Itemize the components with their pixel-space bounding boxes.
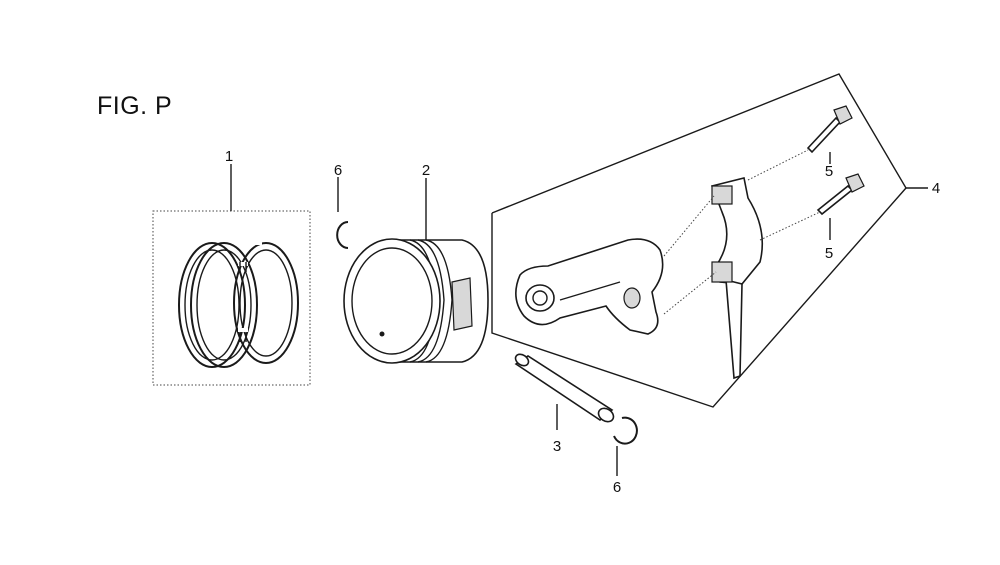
piston-ring-set: 1 (152, 148, 311, 386)
callout-6-upper: 6 (334, 162, 342, 179)
assembly-outline (491, 73, 907, 408)
rod-small-end-inner (532, 290, 548, 306)
ring-a (178, 242, 246, 368)
ring-gap-lower (239, 332, 247, 342)
cap-boss-upper (711, 185, 733, 205)
bolt-upper-head (833, 105, 853, 125)
ring-c-inner (239, 249, 293, 357)
callout-6-lower: 6 (613, 479, 621, 496)
ring-b (190, 242, 258, 368)
bolt-lower-head (845, 173, 865, 193)
pin-end-near (597, 407, 615, 423)
piston-groove-3 (425, 239, 453, 363)
piston-mark (379, 331, 385, 337)
figure-title: FIG. P (97, 92, 173, 120)
callout-5-upper: 5 (825, 163, 833, 180)
ring-gap (239, 262, 247, 272)
rod-bolt-lower: 5 (759, 173, 865, 262)
pin-clip-lower: 6 (613, 416, 638, 496)
bolt-lower-guide (759, 211, 821, 241)
clip-upper-shape (336, 221, 349, 249)
callout-3: 3 (553, 438, 561, 455)
piston-pin: 3 (514, 353, 615, 455)
ring-b-inner (196, 249, 252, 361)
bolt-upper-shank (806, 116, 842, 154)
ring-set-box (152, 210, 311, 386)
oil-dipper (725, 278, 743, 380)
bolt-upper-guide (747, 149, 809, 181)
callout-1: 1 (225, 148, 233, 165)
rod-bolt-upper: 5 (747, 105, 853, 181)
bolt-lower-shank (816, 184, 854, 216)
ring-c (233, 242, 299, 364)
callout-4: 4 (932, 180, 940, 197)
rod-web-line (559, 281, 621, 301)
piston-crown (343, 238, 441, 364)
cap-boss-lower (711, 261, 733, 283)
guide-line-upper (663, 195, 715, 257)
guide-line-lower (663, 271, 717, 315)
piston-pin-boss (451, 277, 473, 331)
piston: 2 (343, 162, 489, 364)
piston-crown-rim (351, 247, 433, 355)
pin-end-far (514, 353, 530, 367)
connecting-rod (515, 238, 664, 335)
callout-5-lower: 5 (825, 245, 833, 262)
ring-a-inner (184, 249, 240, 361)
connecting-rod-assembly: 4 (491, 73, 940, 408)
piston-groove-2 (417, 239, 445, 363)
clip-lower-shape (613, 416, 638, 445)
pin-clip-upper: 6 (334, 162, 349, 249)
rod-small-end-bore (525, 284, 555, 312)
callout-2: 2 (422, 162, 430, 179)
rod-bolt-hole (623, 287, 641, 309)
pin-body (514, 355, 614, 421)
